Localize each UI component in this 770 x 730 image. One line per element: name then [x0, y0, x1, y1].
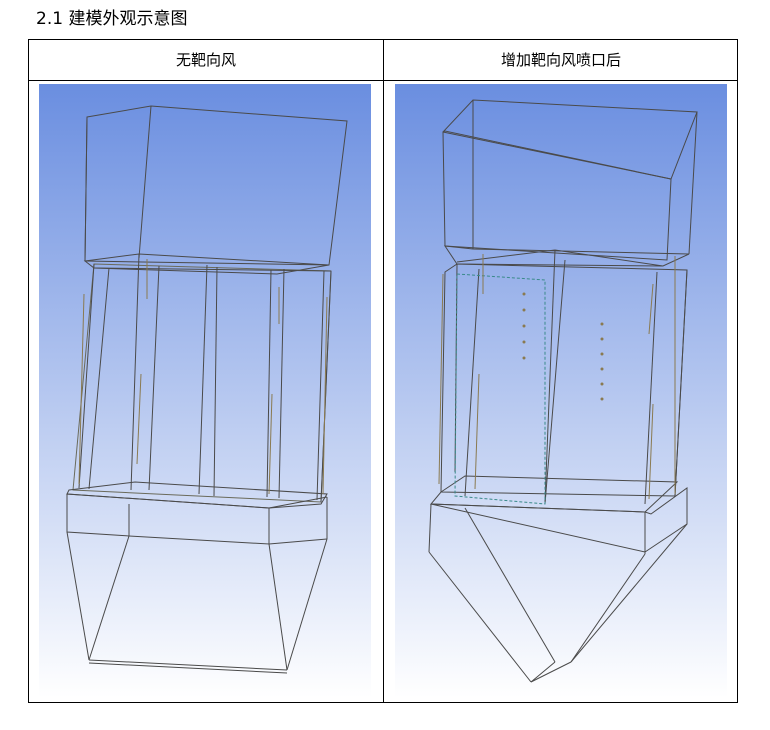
wireframe-model-no-target-wind-icon [39, 84, 371, 698]
section-heading: 2.1 建模外观示意图 [36, 9, 188, 29]
header-with-target-wind: 增加靶向风喷口后 [500, 51, 621, 69]
comparison-table: 无靶向风 增加靶向风喷口后 [28, 39, 738, 703]
column-divider [383, 40, 384, 702]
wireframe-model-with-target-wind-nozzles-icon [395, 84, 727, 698]
figure-no-target-wind [39, 84, 371, 698]
header-no-target-wind: 无靶向风 [175, 51, 236, 69]
figure-with-target-wind [395, 84, 727, 698]
